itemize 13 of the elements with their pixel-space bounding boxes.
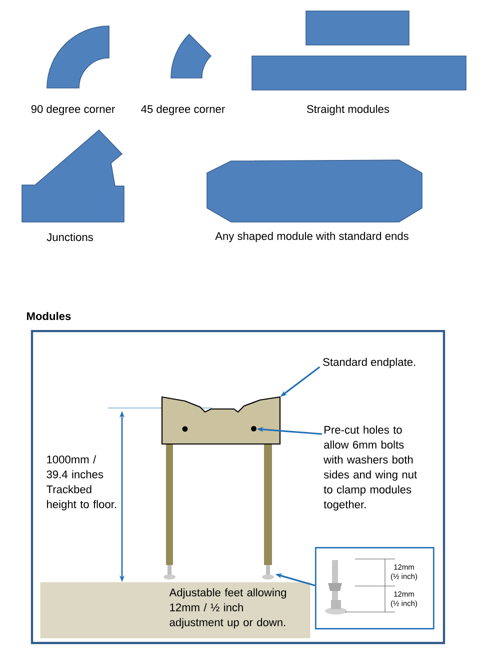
- bolt-hole: [251, 426, 256, 432]
- callout-text: Pre-cut holes to allow 6mm bolts with washers both sides and wing nut to clamp modules together.: [324, 426, 417, 511]
- foot-drawing: [262, 565, 274, 580]
- endplate: [161, 396, 281, 445]
- floor-band: Adjustable feet allowing 12mm / ½ inch adjustment up or down.: [40, 582, 310, 638]
- module-caption: 45 degree corner: [141, 104, 225, 116]
- callout-text: Standard endplate.: [323, 358, 416, 368]
- dimension-label: 1000mm / 39.4 inches Trackbed height to floor.: [46, 455, 116, 510]
- module-caption: Any shaped module with standard ends: [215, 232, 408, 242]
- section-heading: Modules: [27, 312, 71, 320]
- module-caption: 90 degree corner: [31, 104, 115, 116]
- module-caption: Junctions: [46, 232, 93, 242]
- module-caption: Straight modules: [306, 104, 390, 116]
